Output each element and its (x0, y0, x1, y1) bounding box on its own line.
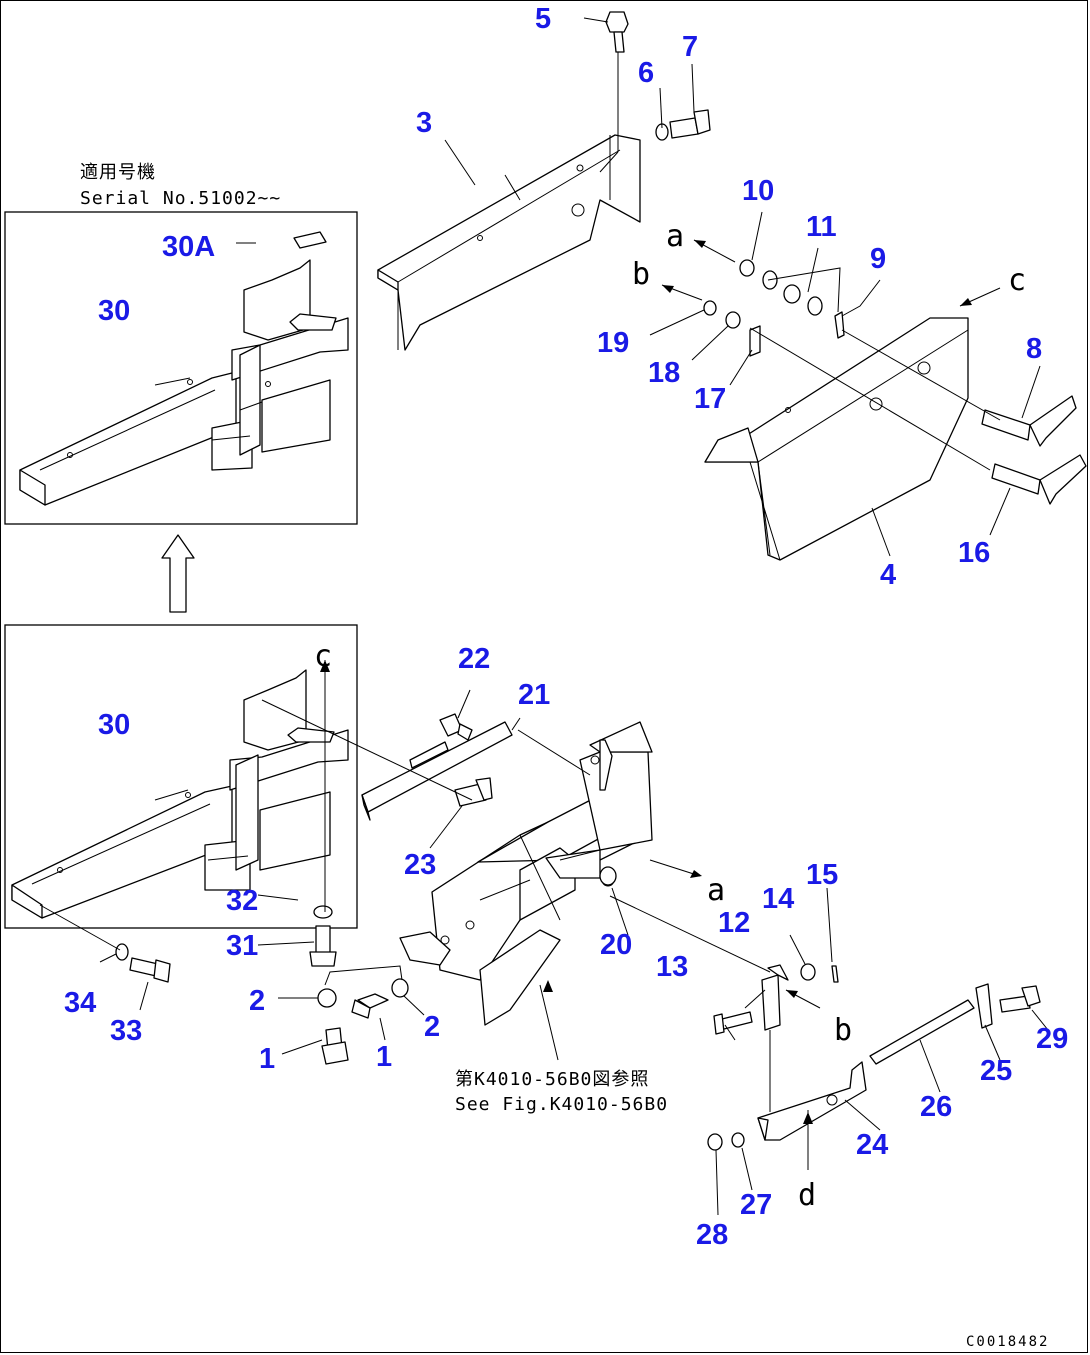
callout-18: 18 (648, 357, 680, 389)
part-1-bolt-left (321, 1027, 349, 1065)
connector-d: d (798, 1178, 816, 1213)
callout-33: 33 (110, 1015, 142, 1047)
callout-7: 7 (682, 31, 698, 63)
inset-box-lower (4, 624, 358, 929)
callout-16: 16 (958, 537, 990, 569)
main-frame (399, 721, 653, 1026)
callout-2-right: 2 (424, 1011, 440, 1043)
parts-19-18-17 (703, 300, 761, 357)
callout-6: 6 (638, 57, 654, 89)
part-20-washer (599, 866, 617, 886)
part-16-bolt (991, 454, 1087, 505)
part-4-cover (704, 317, 969, 561)
callout-31: 31 (226, 930, 258, 962)
part-1-bolt-right (351, 993, 389, 1019)
callout-15: 15 (806, 859, 838, 891)
part-15-pin (831, 965, 839, 983)
part-2-washer-left (317, 988, 337, 1008)
part-5-bolt (605, 11, 629, 53)
inset-note-jp: 適用号機 (80, 162, 156, 183)
parts-10-11-9 (739, 259, 845, 339)
part-26-rod (869, 999, 975, 1065)
callout-30-upper: 30 (98, 295, 130, 327)
see-note-en: See Fig.K4010-56B0 (455, 1094, 668, 1115)
callout-23: 23 (404, 849, 436, 881)
callout-25: 25 (980, 1055, 1012, 1087)
part-28-nut (707, 1133, 723, 1151)
callout-30-lower: 30 (98, 709, 130, 741)
callout-24: 24 (856, 1129, 888, 1161)
callout-17: 17 (694, 383, 726, 415)
callout-32: 32 (226, 885, 258, 917)
part-24-bracket (757, 1061, 867, 1141)
part-30-lower (11, 669, 349, 919)
callout-26: 26 (920, 1091, 952, 1123)
callout-2-left: 2 (249, 985, 265, 1017)
inset-note-serial: Serial No.51002~~ (80, 188, 281, 209)
part-29-bolt (999, 985, 1041, 1013)
see-note-jp: 第K4010-56B0図参照 (455, 1069, 649, 1090)
callout-1-left: 1 (259, 1043, 275, 1075)
part-8-bolt (981, 395, 1077, 447)
connector-a-upper: a (666, 219, 684, 254)
callout-28: 28 (696, 1219, 728, 1251)
callout-13: 13 (656, 951, 688, 983)
inset-box-upper (4, 211, 358, 525)
part-34-washer (115, 943, 129, 961)
callout-10: 10 (742, 175, 774, 207)
part-31-bolt (309, 925, 337, 967)
connector-arrows (320, 239, 1001, 1158)
connector-c-upper: c (1008, 263, 1026, 298)
callout-9: 9 (870, 243, 886, 275)
callout-21: 21 (518, 679, 550, 711)
connector-b-upper: b (632, 257, 650, 292)
up-arrow-icon (161, 534, 195, 613)
drawing-code: C0018482 (966, 1334, 1049, 1350)
connector-b-lower: b (834, 1013, 852, 1048)
callout-12: 12 (718, 907, 750, 939)
callout-20: 20 (600, 929, 632, 961)
part-23-bolt (454, 777, 493, 807)
leader-lines (39, 17, 1049, 1216)
part-30-upper (19, 231, 349, 506)
callout-22: 22 (458, 643, 490, 675)
part-2-washer-right (391, 978, 409, 998)
part-13-bolt (713, 1011, 753, 1035)
part-32-washer (313, 905, 333, 919)
callout-29: 29 (1036, 1023, 1068, 1055)
connector-a-lower: a (707, 873, 725, 908)
callout-27: 27 (740, 1189, 772, 1221)
callout-4: 4 (880, 559, 896, 591)
callout-19: 19 (597, 327, 629, 359)
part-21-rail (361, 721, 513, 821)
part-27-washer (731, 1132, 745, 1148)
part-6-washer (655, 123, 669, 141)
callout-30A: 30A (162, 231, 215, 263)
callout-14: 14 (762, 883, 794, 915)
part-22-bolt (439, 713, 473, 741)
callout-1-right: 1 (376, 1041, 392, 1073)
connector-c-lower: c (314, 639, 332, 674)
part-33-bolt (129, 957, 171, 983)
callout-11: 11 (806, 211, 837, 243)
part-14-washer (800, 963, 816, 981)
part-12-bracket (761, 964, 789, 1031)
part-25-plate (975, 983, 993, 1029)
part-7-bolt (669, 109, 711, 139)
part-3-cover (377, 134, 641, 351)
callout-5: 5 (535, 3, 551, 35)
callout-8: 8 (1026, 333, 1042, 365)
callout-3: 3 (416, 107, 432, 139)
callout-34: 34 (64, 987, 96, 1019)
